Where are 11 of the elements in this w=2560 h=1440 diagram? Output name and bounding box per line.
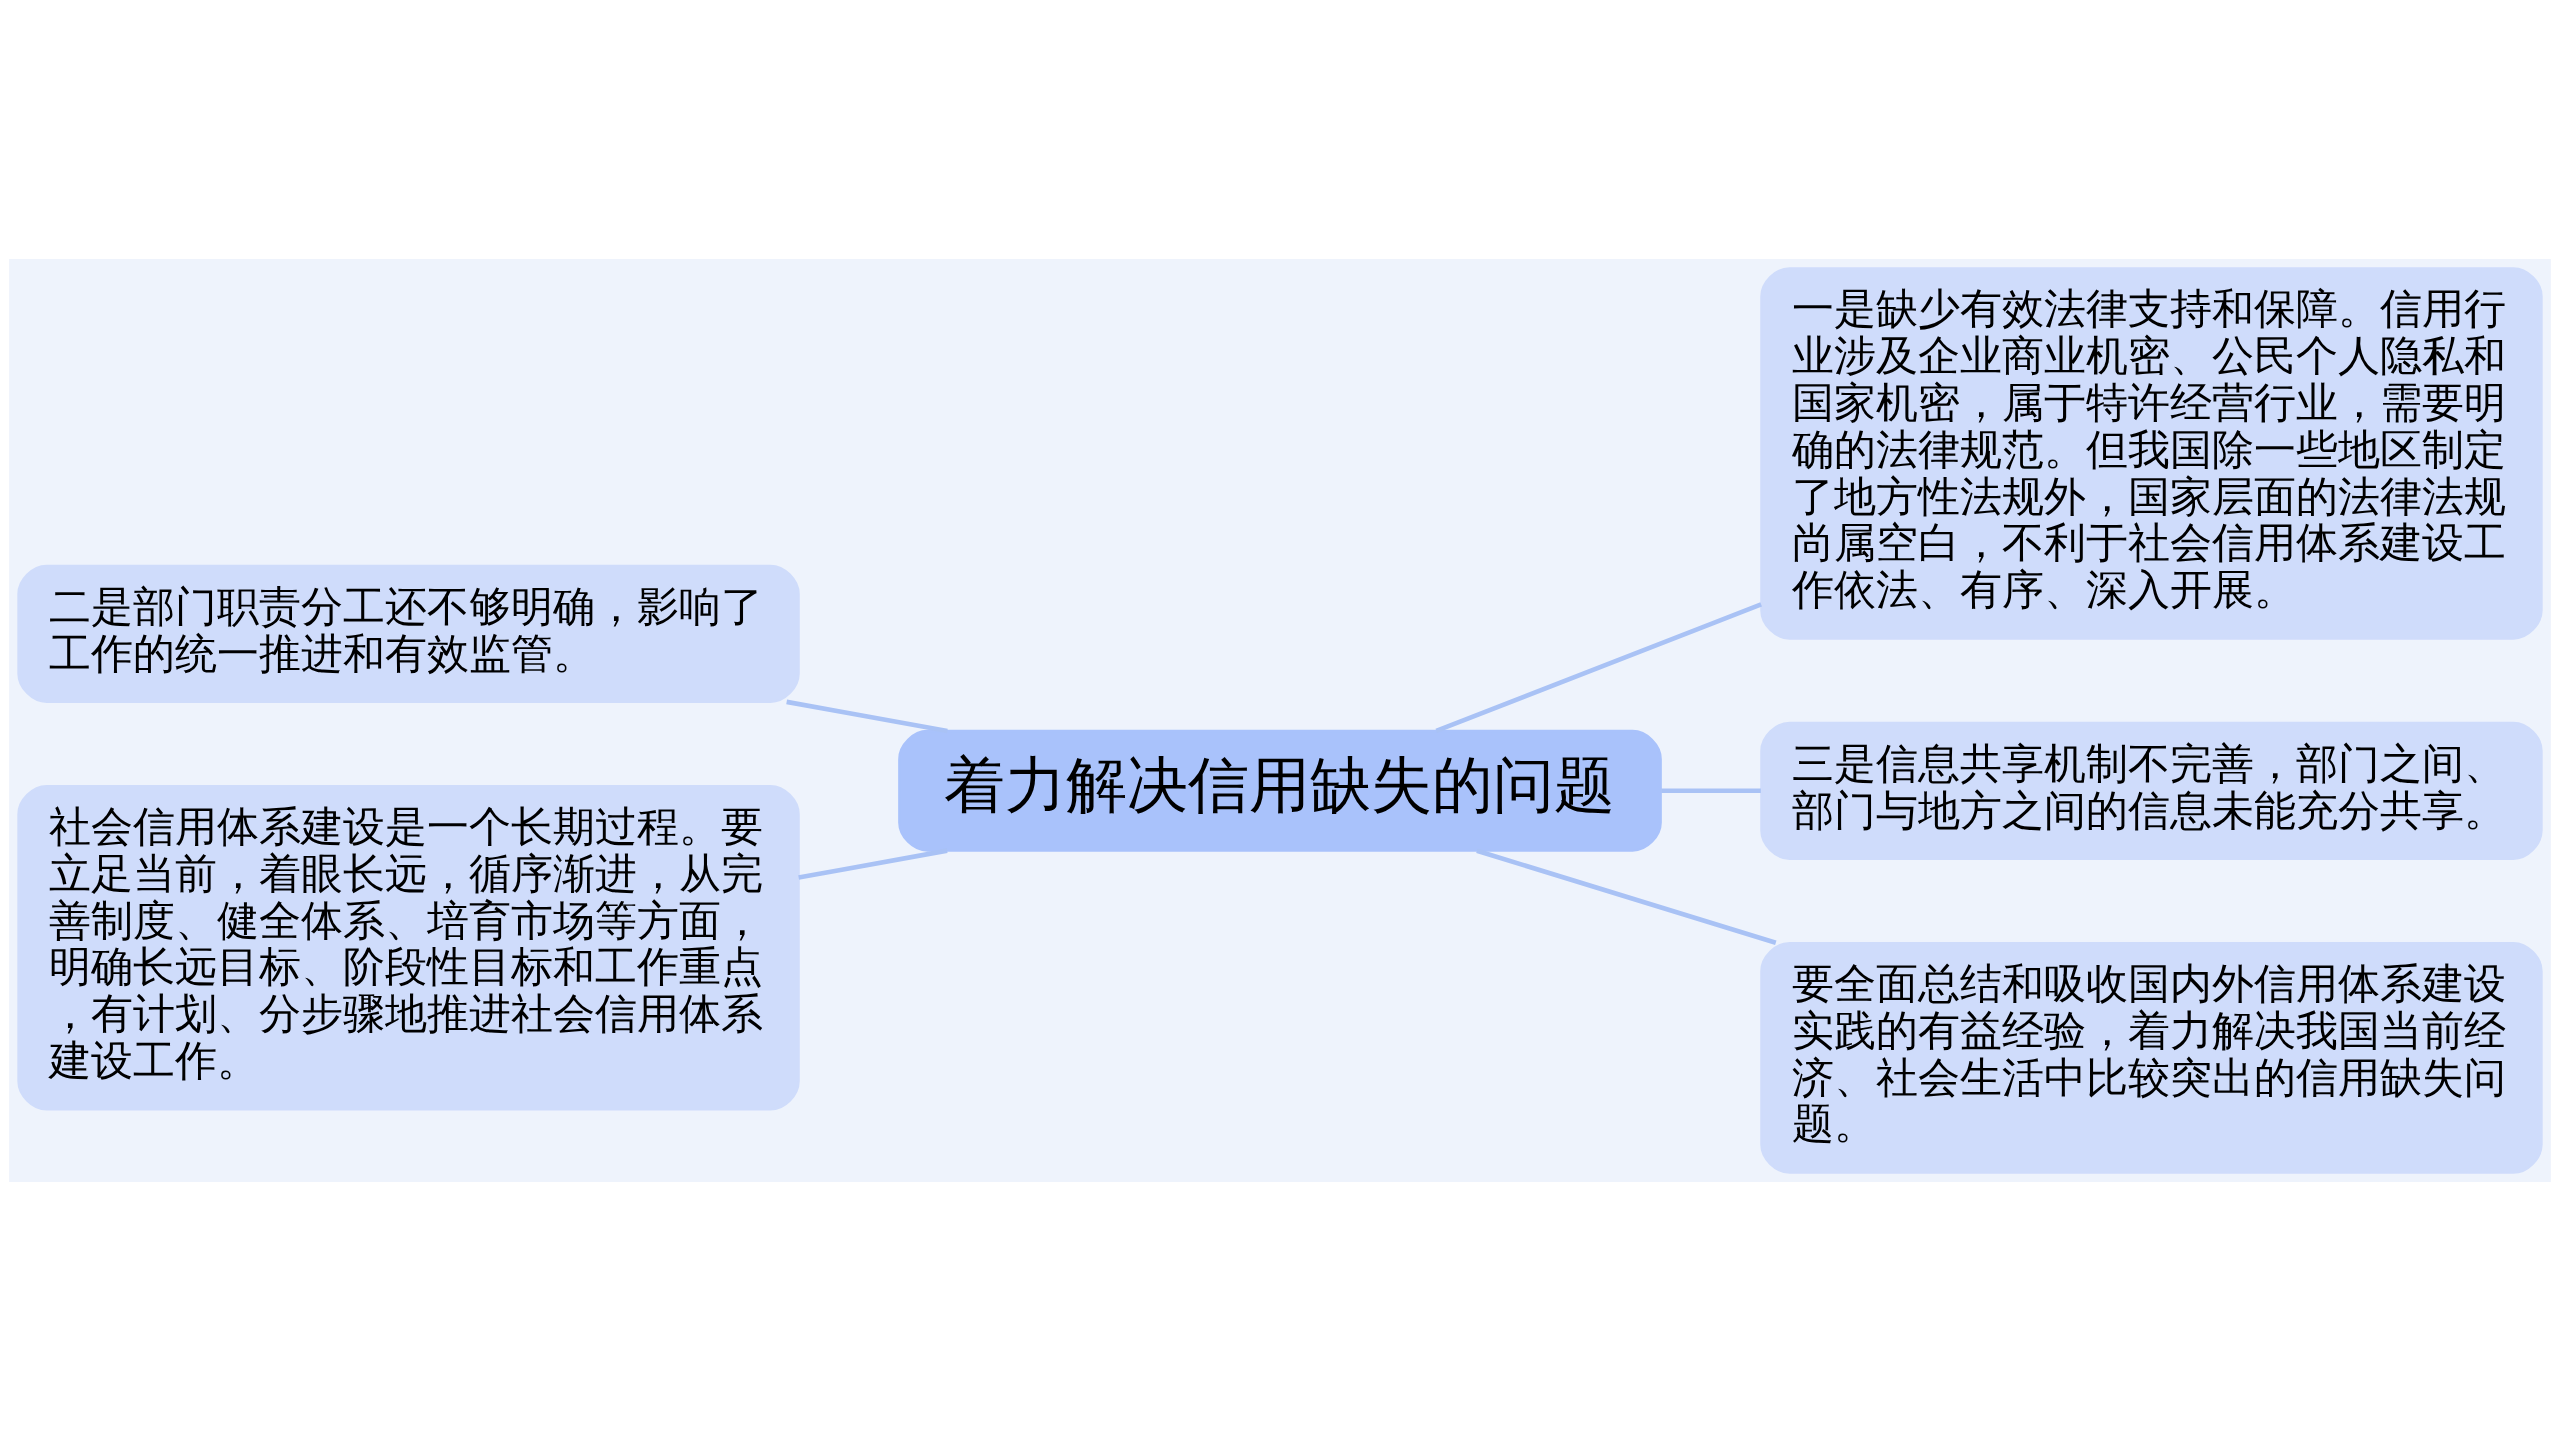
node-box: 一是缺少有效法律支持和保障。信用行业涉及企业商业机密、公民个人隐私和国家机密，属于特许经营行业，需要明确的法律规范。但我国除一些地区制定了地方性法规外，国家层面的法律法规尚属空白，不利于社会信用体系建设工作依法、有序、深入开展。 xyxy=(1760,266,2543,640)
connector xyxy=(1435,601,1762,733)
node-box: 社会信用体系建设是一个长期过程。要立足当前，着眼长远，循序渐进，从完善制度、健全体系、培育市场等方面，明确长远目标、阶段性目标和工作重点，有计划、分步骤地推进社会信用体系建设工作。 xyxy=(17,784,800,1111)
node-box: 要全面总结和吸收国内外信用体系建设实践的有益经验，着力解决我国当前经济、社会生活中比较突出的信用缺失问题。 xyxy=(1760,941,2543,1174)
connector xyxy=(798,847,948,880)
node-box: 二是部门职责分工还不够明确，影响了工作的统一推进和有效监管。 xyxy=(17,564,800,703)
connector xyxy=(1661,787,1761,793)
connector xyxy=(786,699,948,733)
node-box: 三是信息共享机制不完善，部门之间、部门与地方之间的信息未能充分共享。 xyxy=(1760,721,2543,860)
node-box: 着力解决信用缺失的问题 xyxy=(898,729,1662,852)
connector xyxy=(1476,847,1777,945)
